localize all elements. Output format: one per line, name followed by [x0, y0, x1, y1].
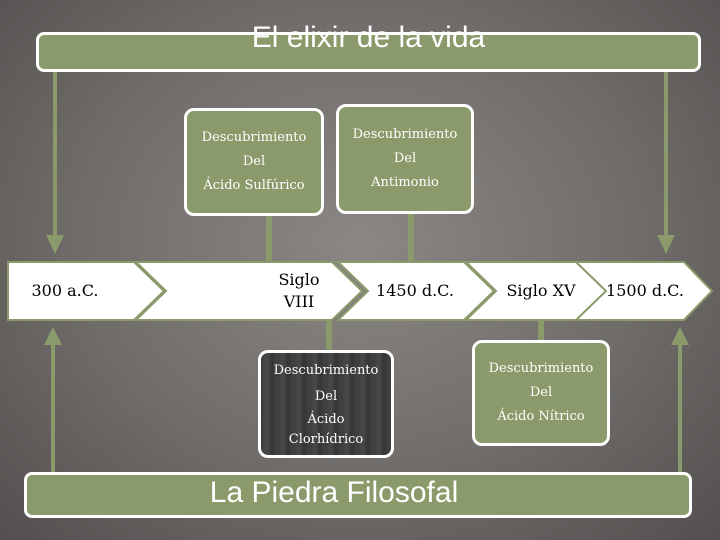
title-banner: El elixir de la vida [36, 21, 701, 72]
timeline-step-2: Siglo VIII [134, 260, 364, 322]
timeline-label: 1450 d.C. [376, 281, 454, 300]
connector-clorhidrico [326, 312, 332, 354]
connector-sulfurico [266, 215, 272, 267]
timeline-step-5: 1500 d.C. [574, 260, 716, 322]
timeline-label: 300 a.C. [31, 281, 99, 300]
chevron-shape [134, 261, 364, 321]
footer-banner: La Piedra Filosofal [24, 472, 692, 518]
title-text: El elixir de la vida [251, 21, 486, 54]
timeline-label: Siglo VIII [278, 270, 320, 311]
event-line: Descubrimiento [201, 130, 307, 145]
left-up-arrow [44, 327, 62, 475]
right-down-arrow [657, 70, 675, 254]
timeline-step-3: 1450 d.C. [336, 260, 498, 322]
event-line: Antimonio [371, 175, 439, 190]
right-up-arrow [671, 327, 689, 475]
connector-nitrico [538, 312, 544, 342]
event-line: Del [529, 385, 553, 400]
chevron-shape [336, 261, 496, 321]
event-line: Del [393, 151, 417, 166]
left-down-arrow [46, 70, 64, 254]
event-line: Descubrimiento [273, 363, 379, 378]
chevron-shape [7, 261, 166, 321]
chevron-shape [574, 261, 714, 321]
event-line: Descubrimiento [488, 361, 594, 376]
event-line: Descubrimiento [352, 127, 458, 142]
timeline-label: 1500 d.C. [606, 281, 684, 300]
event-acido-nitrico: Descubrimiento Del Ácido Nítrico [472, 340, 610, 446]
timeline-label: Siglo XV [506, 281, 576, 300]
event-line: Ácido Sulfúrico [203, 178, 305, 193]
event-acido-clorhidrico: Descubrimiento Del Ácido Clorhídrico [258, 350, 394, 458]
event-line: Clorhídrico [288, 432, 364, 447]
footer-text: La Piedra Filosofal [209, 476, 459, 509]
event-acido-sulfurico: Descubrimiento Del Ácido Sulfúrico [184, 108, 324, 216]
event-line: Ácido Nítrico [497, 409, 585, 424]
connector-antimonio [408, 212, 414, 268]
event-line: Del [314, 389, 338, 404]
event-antimonio: Descubrimiento Del Antimonio [336, 104, 474, 214]
event-line: Del [242, 154, 266, 169]
event-line: Ácido [307, 412, 345, 427]
timeline-step-1: 300 a.C. [6, 260, 168, 322]
